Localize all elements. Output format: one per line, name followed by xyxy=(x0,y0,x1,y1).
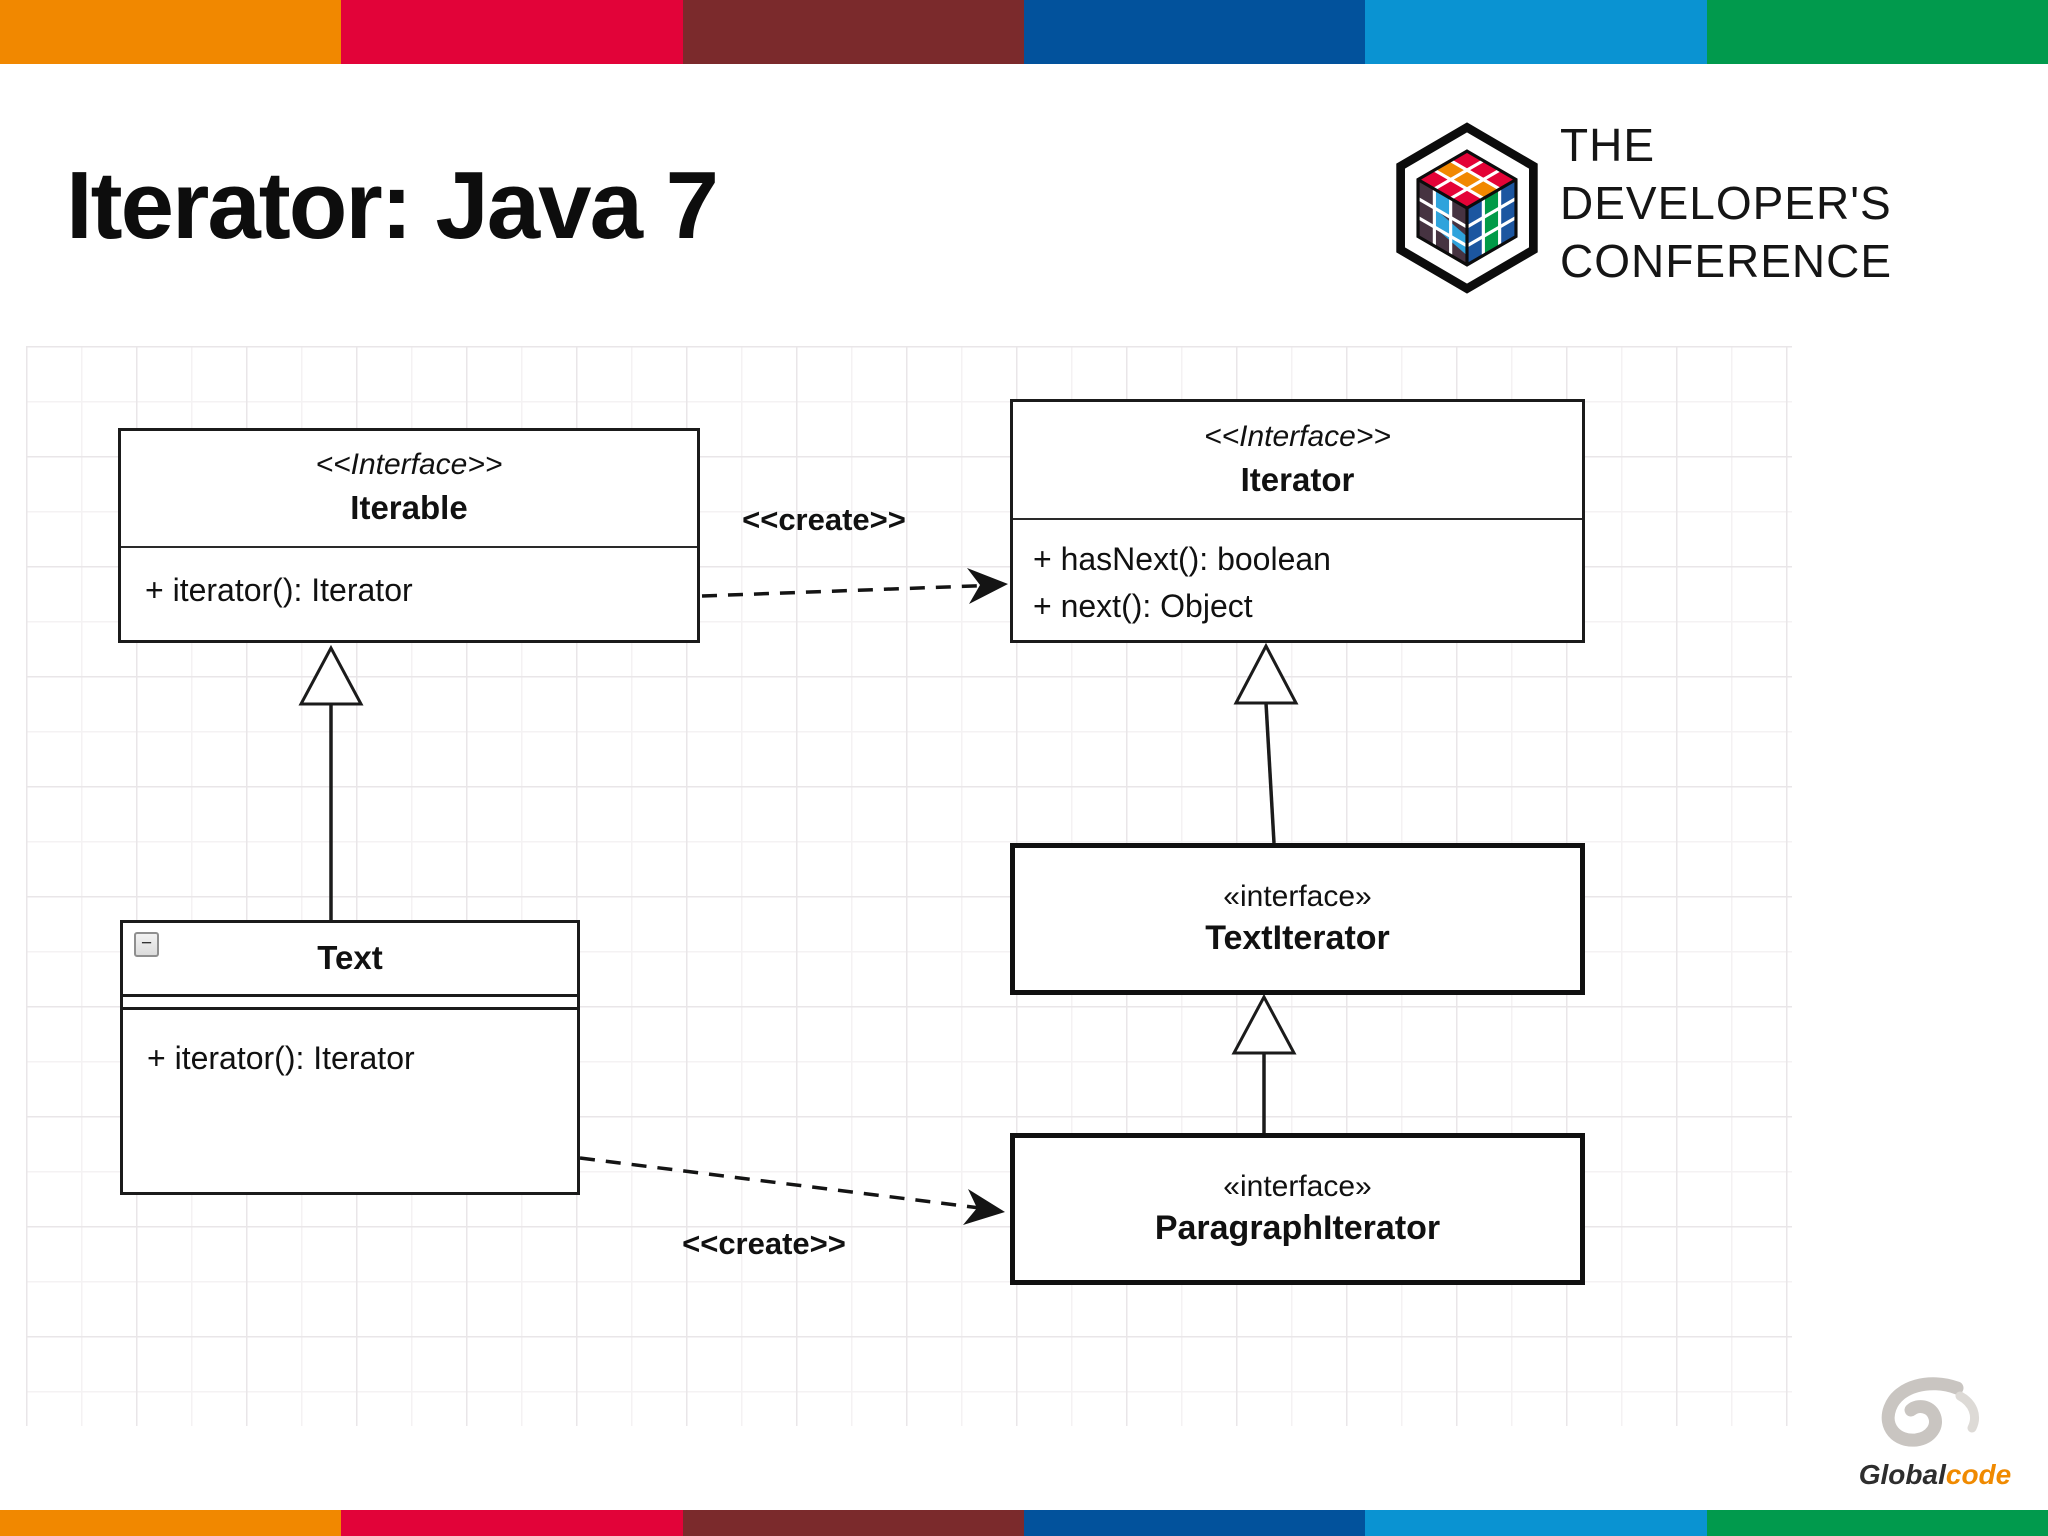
collapse-button[interactable]: − xyxy=(134,932,159,957)
tdc-logo-line-2: DEVELOPER'S xyxy=(1560,177,1892,229)
paragraphiterator-class-name: ParagraphIterator xyxy=(1154,1209,1441,1247)
operation-item: + iterator(): Iterator xyxy=(145,572,413,608)
page-title: Iterator: Java 7 xyxy=(66,152,719,259)
brand-bar-segment-orange xyxy=(0,1510,342,1536)
class-box-paragraphiterator: «interface» ParagraphIterator xyxy=(1010,1133,1585,1285)
tdc-logo-line-1: THE xyxy=(1560,119,1655,171)
globalcode-text-code: code xyxy=(1945,1459,2012,1490)
brand-bar-segment-maroon xyxy=(682,0,1024,64)
brand-bar-segment-red xyxy=(341,0,683,64)
iterator-operations: + hasNext(): boolean + next(): Object xyxy=(1013,520,1582,630)
class-box-textiterator: «interface» TextIterator xyxy=(1010,843,1585,995)
brand-bar-segment-green xyxy=(1706,0,2048,64)
create-label-top: <<create>> xyxy=(742,502,906,537)
textiterator-stereotype: «interface» xyxy=(1223,880,1372,913)
text-header: Text xyxy=(123,923,577,997)
text-operations: + iterator(): Iterator xyxy=(123,1010,577,1077)
iterable-class-name: Iterable xyxy=(350,489,468,526)
operation-item: + next(): Object xyxy=(1033,588,1253,624)
brand-bar-segment-maroon xyxy=(682,1510,1024,1536)
iterator-stereotype: <<Interface>> xyxy=(1204,420,1391,453)
brand-bar-segment-blue xyxy=(1023,1510,1366,1536)
brand-bar-segment-lightblue xyxy=(1365,0,1707,64)
operation-item: + hasNext(): boolean xyxy=(1033,541,1331,577)
textiterator-class-name: TextIterator xyxy=(1205,919,1390,957)
brand-bar-segment-green xyxy=(1706,1510,2048,1536)
text-class-name: Text xyxy=(317,939,383,976)
iterator-class-name: Iterator xyxy=(1240,461,1355,498)
class-box-iterable: <<Interface>> Iterable + iterator(): Ite… xyxy=(118,428,700,643)
brand-bar-segment-lightblue xyxy=(1365,1510,1707,1536)
globalcode-text-global: Global xyxy=(1858,1459,1946,1490)
tdc-logo-line-3: CONFERENCE xyxy=(1560,235,1893,287)
create-label-bottom: <<create>> xyxy=(682,1226,846,1261)
brand-bar-segment-blue xyxy=(1023,0,1366,64)
brand-bar-segment-orange xyxy=(0,0,342,64)
tdc-logo-text: THE DEVELOPER'S CONFERENCE xyxy=(1560,116,1892,290)
iterable-header: <<Interface>> Iterable xyxy=(121,431,697,548)
text-attributes-compartment xyxy=(123,997,577,1010)
brand-bar-bottom xyxy=(0,1510,2048,1536)
brand-bar-top xyxy=(0,0,2048,64)
paragraphiterator-stereotype: «interface» xyxy=(1223,1170,1372,1203)
brand-bar-segment-red xyxy=(341,1510,683,1536)
globalcode-swirl-icon xyxy=(1881,1377,1979,1447)
iterable-operations: + iterator(): Iterator xyxy=(121,548,697,609)
globalcode-logo: Globalcode xyxy=(1840,1376,2030,1491)
globalcode-wordmark: Globalcode xyxy=(1840,1459,2030,1491)
class-box-text: − Text + iterator(): Iterator xyxy=(120,920,580,1195)
class-box-iterator: <<Interface>> Iterator + hasNext(): bool… xyxy=(1010,399,1585,643)
iterable-stereotype: <<Interface>> xyxy=(315,448,503,481)
tdc-hexagon-cube-icon xyxy=(1396,122,1538,294)
iterator-header: <<Interface>> Iterator xyxy=(1013,402,1582,520)
operation-item: + iterator(): Iterator xyxy=(147,1040,415,1076)
